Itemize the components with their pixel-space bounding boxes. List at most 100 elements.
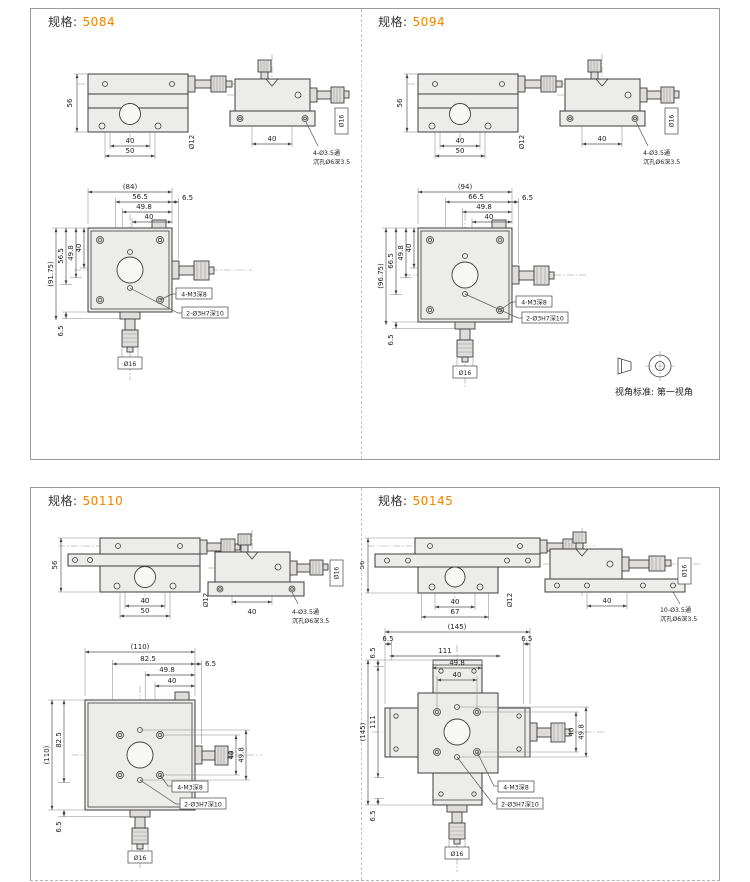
dim-label: 6.5 bbox=[182, 194, 193, 202]
dim-shaft-dia: Ø12 bbox=[202, 593, 210, 607]
dim-knob-dia: Ø16 bbox=[681, 565, 689, 578]
spec-value: 50110 bbox=[82, 494, 124, 508]
dim-shaft-dia: Ø12 bbox=[188, 135, 196, 149]
dim-label: 66.5 bbox=[468, 193, 484, 201]
dim-label: 56.5 bbox=[57, 248, 65, 264]
dim-overall-width: (110) bbox=[131, 643, 150, 651]
drawing-50110: 56 40 50 Ø12 Ø16 40 4-Ø3.5通 沉孔 bbox=[43, 530, 344, 870]
projection-symbol: 视角标准: 第一视角 bbox=[615, 351, 693, 398]
hole-note-line1: 4-Ø3.5通 bbox=[643, 149, 670, 157]
screw-note: 4-M3深8 bbox=[181, 291, 207, 299]
dim-label: 40 bbox=[126, 137, 135, 145]
dim-label: 49.8 bbox=[136, 203, 152, 211]
dim-overall-width: (84) bbox=[123, 183, 138, 191]
side-view: Ø16 40 10-Ø3.5通 沉孔Ø6深3.5 bbox=[543, 528, 700, 623]
dim-label: 40 bbox=[168, 677, 177, 685]
dim-label: 40 bbox=[485, 213, 494, 221]
dim-label: 67 bbox=[451, 608, 460, 616]
dim-label: 40 bbox=[268, 135, 277, 143]
plan-view: Ø16 (84) 56.5 6.5 49.8 40 (91.75) 56.5 4… bbox=[47, 183, 252, 380]
dim-label: 56.5 bbox=[132, 193, 148, 201]
plan-view: Ø16 (145) 6.5 6.5 111 49.8 40 (145) 111 … bbox=[360, 623, 605, 872]
panel-divider bbox=[361, 488, 362, 880]
dim-label: 6.5 bbox=[382, 635, 393, 643]
dim-label: 40 bbox=[568, 728, 576, 737]
dim-shaft-dia: Ø12 bbox=[518, 135, 526, 149]
drawing-5094: 56 40 50 Ø12 Ø16 40 4-Ø3.5通 沉孔 bbox=[377, 54, 693, 398]
spec-label: 规格: bbox=[378, 15, 408, 29]
pin-note: 2-Ø3H7深10 bbox=[186, 310, 224, 318]
dim-overall-height: (96.75) bbox=[377, 263, 385, 289]
dim-stage-height: 56 bbox=[51, 560, 59, 569]
screw-note: 4-M3深8 bbox=[503, 784, 529, 792]
spec-label: 规格: bbox=[48, 15, 78, 29]
dim-label: 40 bbox=[75, 244, 83, 253]
dim-label: 6.5 bbox=[205, 660, 216, 668]
dim-label: 6.5 bbox=[522, 194, 533, 202]
dim-label: 40 bbox=[405, 244, 413, 253]
dim-overall-height: (91.75) bbox=[47, 261, 55, 287]
dim-label: 82.5 bbox=[55, 732, 63, 748]
dim-label: 40 bbox=[248, 608, 257, 616]
drawing-50145: 56 40 67 Ø12 Ø16 40 10-Ø bbox=[360, 528, 700, 872]
dim-knob-dia: Ø16 bbox=[134, 854, 147, 862]
dim-overall-width: (94) bbox=[458, 183, 473, 191]
dim-knob-dia: Ø16 bbox=[451, 850, 464, 858]
hole-note-line1: 10-Ø3.5通 bbox=[660, 606, 691, 614]
front-view: 56 40 50 Ø12 bbox=[51, 537, 248, 619]
dim-overall-width: (145) bbox=[448, 623, 467, 631]
dim-label: 40 bbox=[453, 671, 462, 679]
dim-label: 6.5 bbox=[369, 810, 377, 821]
dim-label: 40 bbox=[141, 597, 150, 605]
dim-knob-dia: Ø16 bbox=[668, 115, 676, 128]
dim-label: 111 bbox=[438, 647, 451, 655]
dim-label: 6.5 bbox=[55, 821, 63, 832]
dim-knob-dia: Ø16 bbox=[124, 360, 137, 368]
hole-note-line1: 4-Ø3.5通 bbox=[313, 149, 340, 157]
hole-note-line2: 沉孔Ø6深3.5 bbox=[643, 158, 680, 166]
dim-label: 49.8 bbox=[238, 747, 246, 763]
spec-value: 5094 bbox=[412, 15, 446, 29]
spec-value: 5084 bbox=[82, 15, 116, 29]
dim-label: 111 bbox=[369, 715, 377, 728]
dim-stage-height: 56 bbox=[360, 560, 366, 569]
dim-label: 50 bbox=[141, 607, 150, 615]
dim-label: 40 bbox=[603, 597, 612, 605]
spec-header-5094: 规格: 5094 bbox=[378, 13, 445, 30]
dim-label: 40 bbox=[228, 751, 236, 760]
pin-note: 2-Ø3H7深10 bbox=[501, 801, 539, 809]
hole-note-line2: 沉孔Ø6深3.5 bbox=[292, 617, 329, 625]
spec-header-50145: 规格:50145 bbox=[378, 492, 453, 509]
front-view: 56 40 50 Ø12 bbox=[66, 73, 245, 159]
dim-shaft-dia: Ø12 bbox=[506, 593, 514, 607]
dim-overall-height: (110) bbox=[43, 745, 51, 764]
hole-note-line2: 沉孔Ø6深3.5 bbox=[660, 615, 697, 623]
dim-label: 50 bbox=[456, 147, 465, 155]
dim-label: 6.5 bbox=[57, 325, 65, 336]
side-view: Ø16 40 4-Ø3.5通 沉孔Ø6深3.5 bbox=[207, 530, 344, 625]
hole-note-line2: 沉孔Ø6深3.5 bbox=[313, 158, 350, 166]
projection-note: 视角标准: 第一视角 bbox=[615, 386, 693, 398]
dim-label: 49.8 bbox=[159, 666, 175, 674]
dim-label: 49.8 bbox=[476, 203, 492, 211]
dim-label: 82.5 bbox=[140, 655, 156, 663]
dim-stage-height: 56 bbox=[66, 98, 74, 107]
screw-note: 4-M3深8 bbox=[521, 299, 547, 307]
hole-note-line1: 4-Ø3.5通 bbox=[292, 608, 319, 616]
dim-knob-dia: Ø16 bbox=[338, 115, 346, 128]
dim-label: 6.5 bbox=[521, 635, 532, 643]
dim-label: 40 bbox=[451, 598, 460, 606]
dim-label: 6.5 bbox=[369, 647, 377, 658]
dim-label: 40 bbox=[145, 213, 154, 221]
dim-knob-dia: Ø16 bbox=[333, 567, 341, 580]
dim-overall-height: (145) bbox=[360, 722, 367, 741]
plan-view: Ø16 (94) 66.5 6.5 49.8 40 (96.75) 66.5 4… bbox=[377, 183, 588, 388]
dim-label: 49.8 bbox=[578, 724, 586, 740]
front-view: 56 40 67 Ø12 bbox=[360, 537, 595, 620]
dim-label: 40 bbox=[456, 137, 465, 145]
screw-note: 4-M3深8 bbox=[177, 784, 203, 792]
pin-note: 2-Ø3H7深10 bbox=[184, 801, 222, 809]
panel-divider bbox=[361, 9, 362, 459]
spec-label: 规格: bbox=[48, 494, 78, 508]
dim-label: 50 bbox=[126, 147, 135, 155]
